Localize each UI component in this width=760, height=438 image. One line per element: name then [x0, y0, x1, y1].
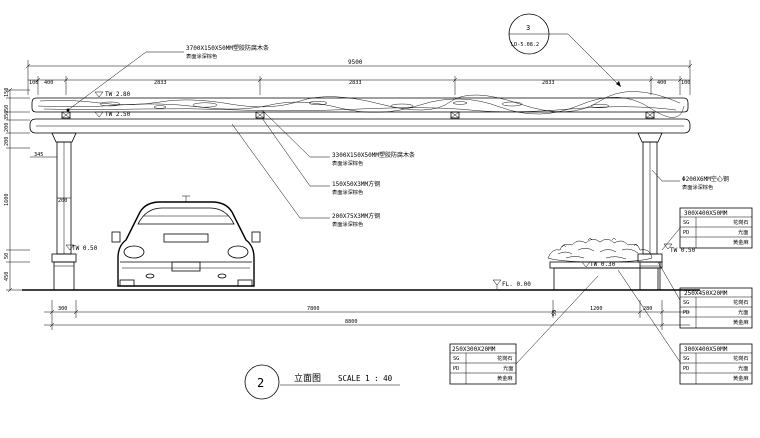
svg-text:PD: PD	[683, 366, 689, 372]
svg-text:黄金麻: 黄金麻	[733, 238, 749, 246]
callout-pipe-finish: 表面涂深棕色	[682, 183, 713, 191]
svg-text:黄金麻: 黄金麻	[733, 318, 749, 326]
callout-tube-large-finish: 表面涂深棕色	[332, 220, 363, 228]
dim-right-edge: 100	[681, 80, 690, 86]
callout-tube-small: 150X50X3MM方钢 表面涂深棕色	[261, 117, 380, 196]
callout-top-board-finish: 表面涂深棕色	[186, 52, 217, 60]
column-mid-dim: 200	[58, 198, 67, 204]
title-scale: SCALE 1 : 40	[338, 374, 393, 383]
svg-text:TW 0.30: TW 0.30	[590, 261, 616, 268]
callout-pipe: Φ200X6MM空心钢 表面涂深棕色	[651, 169, 729, 191]
callout-tube-large-spec: 200X75X3MM方钢	[332, 212, 380, 220]
svg-text:光面: 光面	[738, 308, 748, 316]
callout-pipe-spec: Φ200X6MM空心钢	[682, 175, 729, 183]
svg-text:花岗石: 花岗石	[733, 298, 749, 306]
ground-line: FL. 0.00	[22, 279, 700, 291]
table2-title: 250X450X20MM	[684, 290, 728, 297]
svg-text:SG: SG	[683, 220, 689, 226]
drawing-title-block: 2 立面图 SCALE 1 : 40	[244, 364, 400, 400]
svg-text:TW 0.50: TW 0.50	[72, 245, 98, 252]
table4-title: 300X400X50MM	[684, 346, 728, 353]
tw-planter-a-label: TW 0.50	[663, 243, 696, 254]
planter	[547, 237, 663, 291]
fl-label: FL. 0.00	[502, 281, 531, 288]
vdim-50: 50	[4, 105, 10, 111]
left-dimension-group: 150 50 350 200 200 1600 50 450	[4, 88, 30, 293]
material-table-3: 250X300X20MM SG 花岗石 PD 光面 黄金麻	[449, 275, 599, 385]
callout-top-board: 3700X150X50MM塑胶防腐木条 表面涂深棕色	[66, 44, 269, 112]
svg-text:光面: 光面	[738, 364, 748, 372]
callout-tube-small-finish: 表面涂深棕色	[332, 188, 363, 196]
reference-bubble[interactable]: 3 LD-5.08.2	[508, 13, 621, 87]
top-board	[31, 91, 689, 119]
svg-text:SG: SG	[683, 300, 689, 306]
callout-tube-small-spec: 150X50X3MM方钢	[332, 180, 380, 188]
ref-bubble-number: 3	[526, 24, 530, 32]
main-beam	[29, 118, 691, 134]
svg-text:TW 0.50: TW 0.50	[670, 247, 696, 254]
vdim-150: 150	[4, 88, 10, 97]
vdim-450: 450	[4, 272, 10, 281]
vdim-1600: 1600	[4, 194, 10, 207]
svg-text:黄金麻: 黄金麻	[497, 374, 513, 382]
title-name: 立面图	[294, 372, 321, 384]
vdim-200a: 200	[4, 123, 10, 132]
tw-col-label: TW 0.50	[65, 244, 98, 252]
bdim-280: 280	[643, 306, 652, 312]
ref-bubble-sheet: LD-5.08.2	[511, 42, 539, 48]
bottom-dimension-group: 300 7800 1200 280 8800 50	[44, 300, 690, 330]
title-number: 2	[257, 376, 264, 390]
column-offset-dim: 345	[34, 152, 43, 158]
vdim-350: 350	[4, 111, 10, 120]
svg-text:TW 2.50: TW 2.50	[105, 111, 131, 118]
material-table-4: 300X400X50MM SG 花岗石 PD 光面 黄金麻	[617, 269, 753, 385]
callout-top-board-spec: 3700X150X50MM塑胶防腐木条	[186, 44, 269, 52]
svg-text:TW 2.80: TW 2.80	[105, 91, 131, 98]
svg-text:PD: PD	[453, 366, 459, 372]
callout-slat-spec: 3300X150X50MM塑胶防腐木条	[332, 151, 415, 159]
car-silhouette	[111, 195, 261, 287]
svg-text:花岗石: 花岗石	[497, 354, 513, 362]
tw-beam-label: TW 2.50	[94, 111, 131, 118]
svg-text:花岗石: 花岗石	[733, 218, 749, 226]
svg-text:PD: PD	[683, 310, 689, 316]
callout-slat: 3300X150X50MM塑胶防腐木条 表面涂深棕色	[261, 109, 415, 167]
svg-text:PD: PD	[683, 230, 689, 236]
dim-seg-1: 400	[44, 80, 53, 86]
svg-text:花岗石: 花岗石	[733, 354, 749, 362]
bdim-50: 50	[552, 310, 558, 316]
tw-top-label: TW 2.80	[94, 91, 131, 98]
tw-planter-b-label: TW 0.30	[581, 261, 616, 268]
overall-top-dim: 9500	[348, 59, 363, 66]
bdim-1200: 1200	[590, 306, 603, 312]
vdim-50-low: 50	[4, 253, 10, 259]
dim-seg-3: 2833	[349, 80, 362, 86]
bdim-7800: 7800	[307, 306, 320, 312]
table3-title: 250X300X20MM	[452, 346, 496, 353]
bdim-8800: 8800	[345, 319, 358, 325]
dim-left-edge: 100	[29, 80, 38, 86]
svg-text:SG: SG	[683, 356, 689, 362]
bdim-300: 300	[58, 306, 67, 312]
left-column: 345 200	[30, 132, 77, 291]
svg-text:光面: 光面	[738, 228, 748, 236]
svg-text:SG: SG	[453, 356, 459, 362]
dim-seg-4: 2833	[542, 80, 555, 86]
svg-text:黄金麻: 黄金麻	[733, 374, 749, 382]
top-dimension-group: 9500 100 400 2833 2833 2833 400 100	[25, 59, 693, 95]
vdim-200b: 200	[4, 137, 10, 146]
material-table-2: 250X450X20MM SG 花岗石 PD 光面 黄金麻	[657, 261, 753, 329]
right-column	[637, 132, 663, 291]
material-table-1: 300X400X50MM SG 花岗石 PD 光面 黄金麻	[661, 207, 753, 251]
dim-seg-5: 400	[657, 80, 666, 86]
table1-title: 300X400X50MM	[684, 210, 728, 217]
callout-slat-finish: 表面涂深棕色	[332, 159, 363, 167]
callout-tube-large: 200X75X3MM方钢 表面涂深棕色	[231, 123, 380, 228]
dim-seg-2: 2833	[154, 80, 167, 86]
svg-text:光面: 光面	[503, 364, 513, 372]
